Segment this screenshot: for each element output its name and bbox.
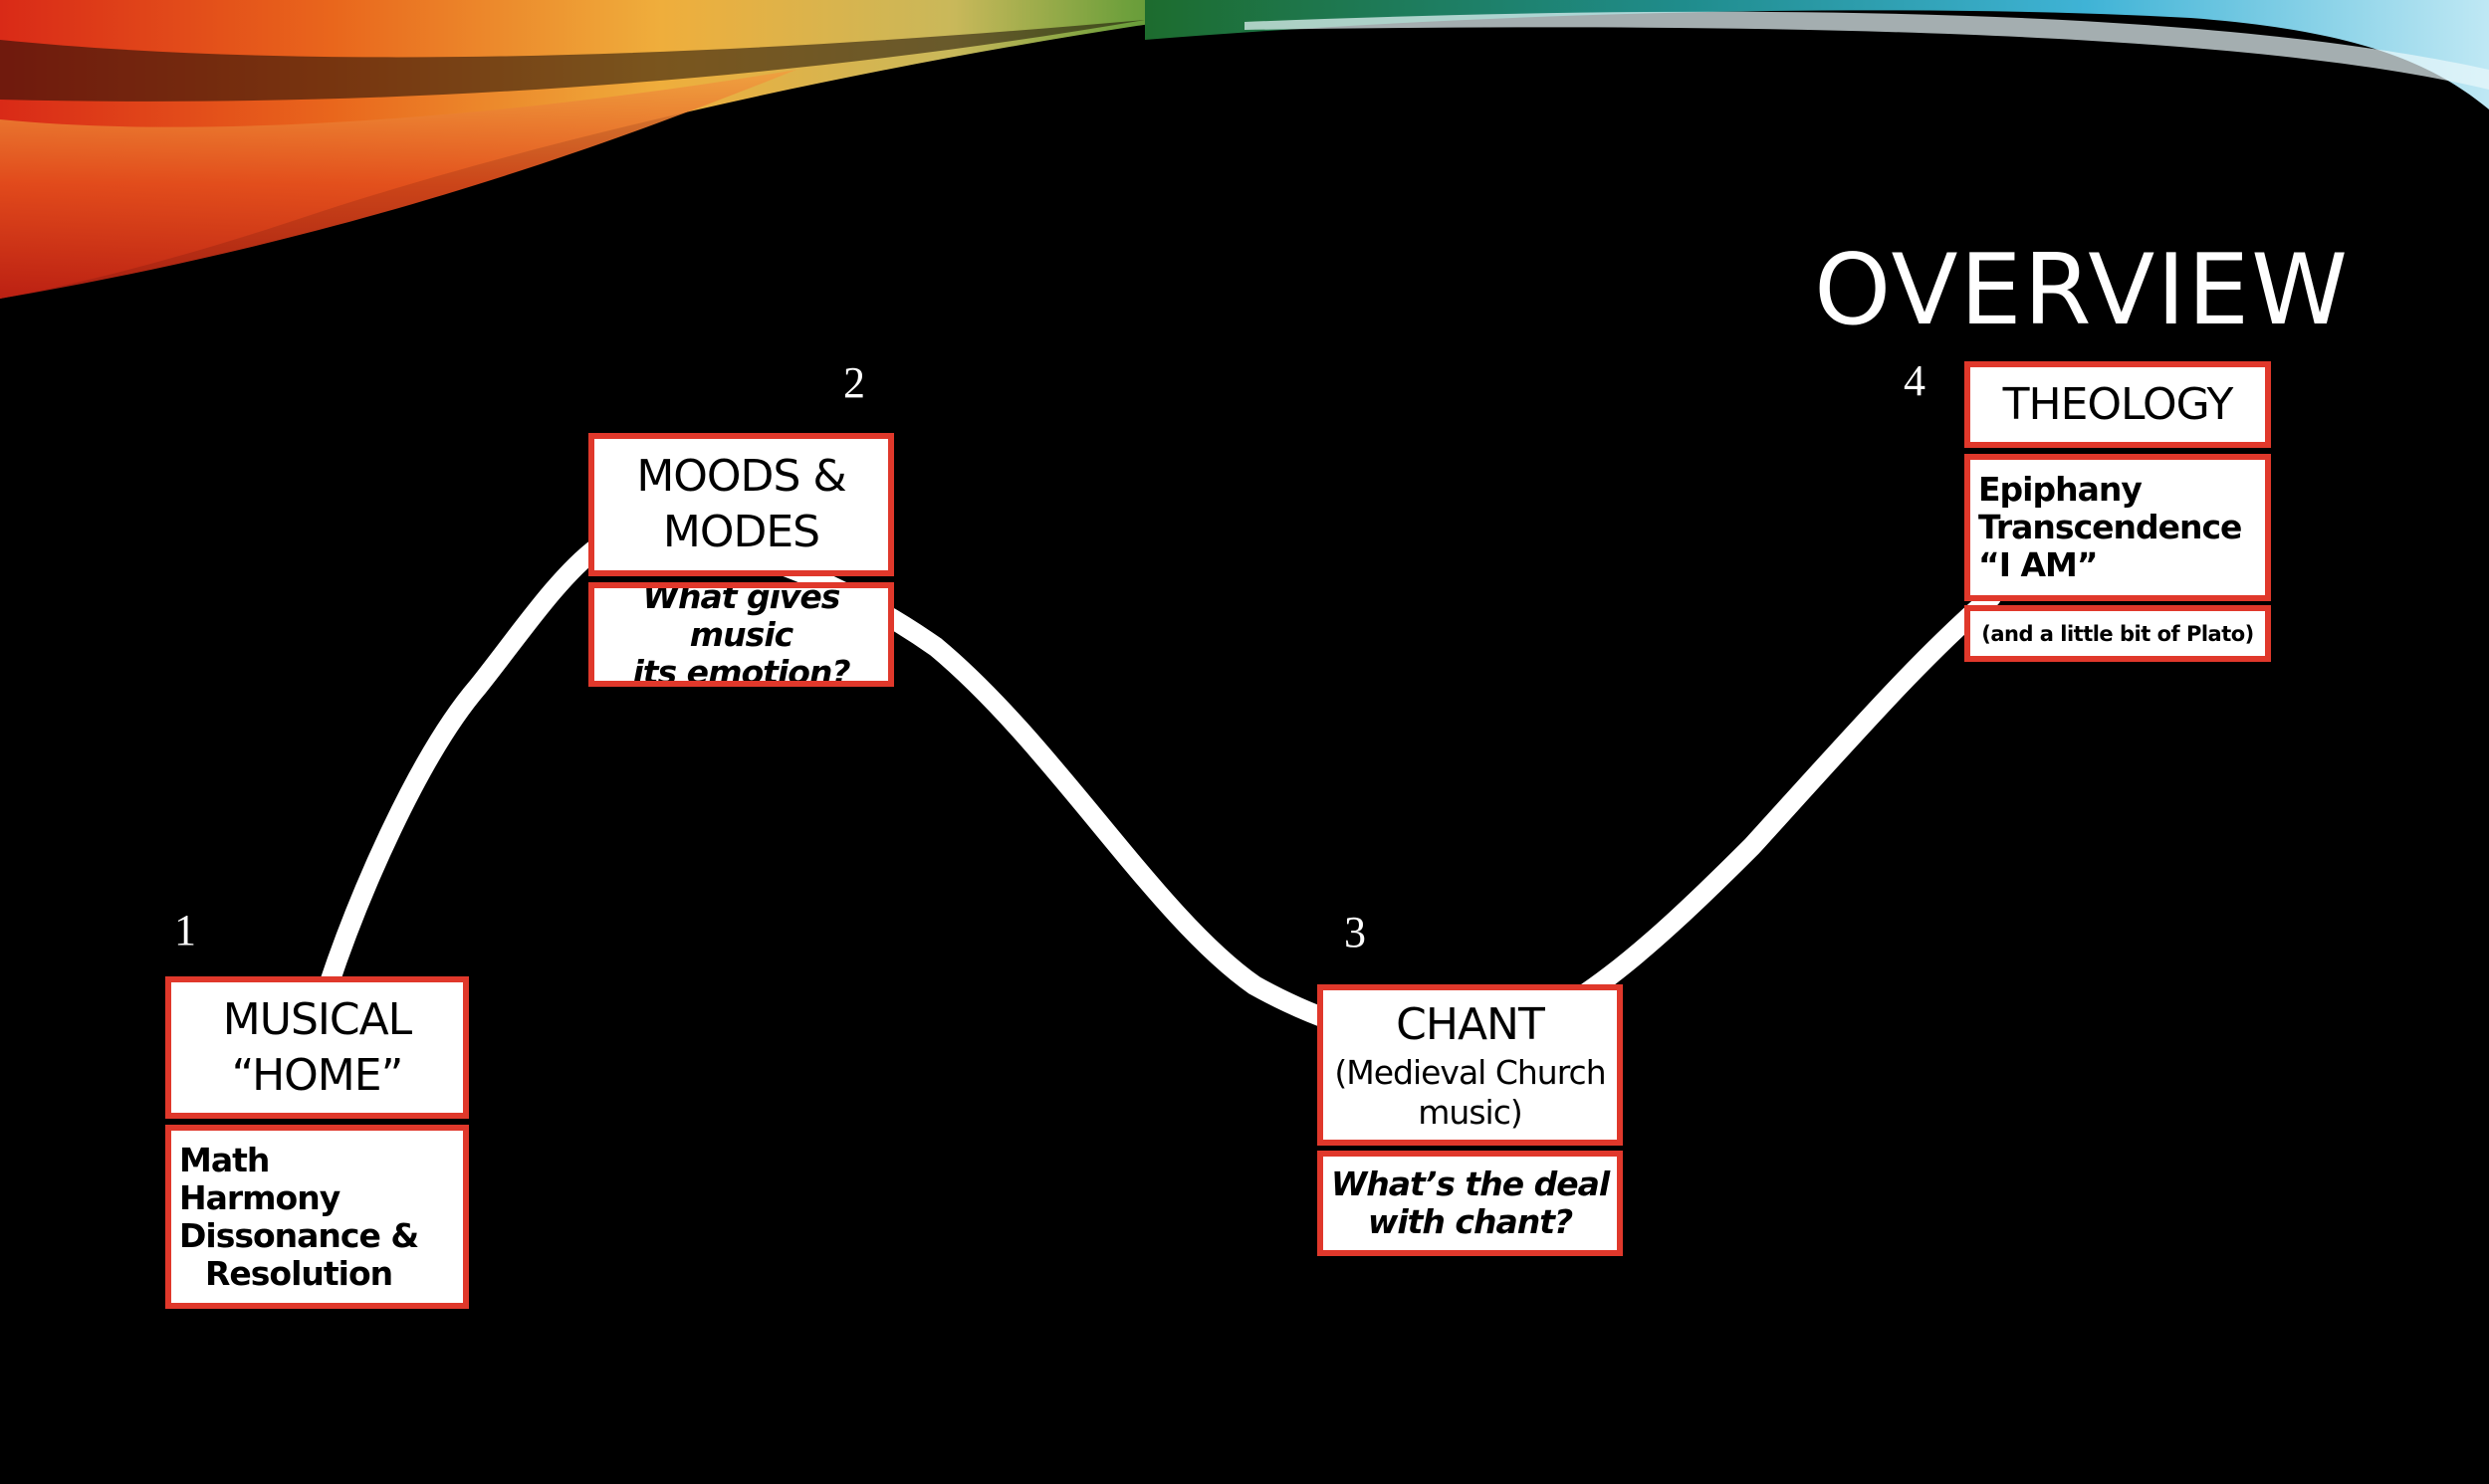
step-3-number: 3	[1344, 908, 1366, 956]
step-3-heading-box: CHANT (Medieval Church music)	[1317, 984, 1623, 1146]
step-1-detail-item: Harmony	[179, 1177, 340, 1217]
step-1-number: 1	[174, 906, 196, 954]
step-3-question-line: What’s the deal	[1330, 1165, 1610, 1203]
step-1-details-box: Math Harmony Dissonance & Resolution	[165, 1125, 469, 1309]
step-1-heading-line: “HOME”	[231, 1049, 404, 1101]
swoosh-red-band	[0, 70, 796, 299]
swoosh-highlight	[1244, 11, 2489, 90]
step-4-heading-line: THEOLOGY	[2002, 378, 2234, 430]
step-2-heading-box: MOODS & MODES	[588, 433, 894, 576]
step-2-heading-line: MODES	[662, 507, 820, 557]
step-3-question-line: with chant?	[1367, 1202, 1573, 1241]
step-4-heading-box: THEOLOGY	[1964, 361, 2271, 448]
step-4-details-box: Epiphany Transcendence “I AM”	[1964, 454, 2271, 601]
step-1-detail-item: Dissonance &	[179, 1215, 419, 1255]
step-3-subheading-line: music)	[1418, 1093, 1522, 1132]
step-1-heading-box: MUSICAL “HOME”	[165, 976, 469, 1119]
step-3-subheading-line: (Medieval Church	[1334, 1053, 1606, 1092]
step-2-question-box: What gives music its emotion?	[588, 582, 894, 687]
step-4-detail-item: Transcendence	[1978, 508, 2242, 546]
step-4-detail-item: “I AM”	[1978, 545, 2099, 584]
step-2-question-line: its emotion?	[632, 652, 850, 687]
swoosh-cool-ribbon	[1145, 0, 2489, 109]
wave-path	[319, 530, 2001, 1056]
step-2-question-line: What gives music	[642, 582, 841, 654]
step-1-heading-line: MUSICAL	[222, 993, 412, 1045]
step-4-number: 4	[1904, 356, 1925, 405]
step-1-details-list: Math Harmony Dissonance & Resolution	[171, 1140, 463, 1293]
step-2-heading-line: MOODS &	[636, 451, 846, 502]
step-2-number: 2	[843, 358, 865, 407]
step-1-detail-item: Resolution	[205, 1253, 393, 1293]
step-4-detail-item: Epiphany	[1978, 470, 2143, 509]
step-4-details-list: Epiphany Transcendence “I AM”	[1970, 471, 2265, 584]
step-1-detail-item: Math	[179, 1140, 270, 1179]
swoosh-dark-streak	[0, 20, 1145, 102]
step-4-note: (and a little bit of Plato)	[1981, 621, 2254, 646]
step-4-note-box: (and a little bit of Plato)	[1964, 605, 2271, 662]
step-3-question-box: What’s the deal with chant?	[1317, 1151, 1623, 1256]
step-3-heading-line: CHANT	[1396, 999, 1545, 1050]
slide-title: OVERVIEW	[1814, 234, 2350, 347]
